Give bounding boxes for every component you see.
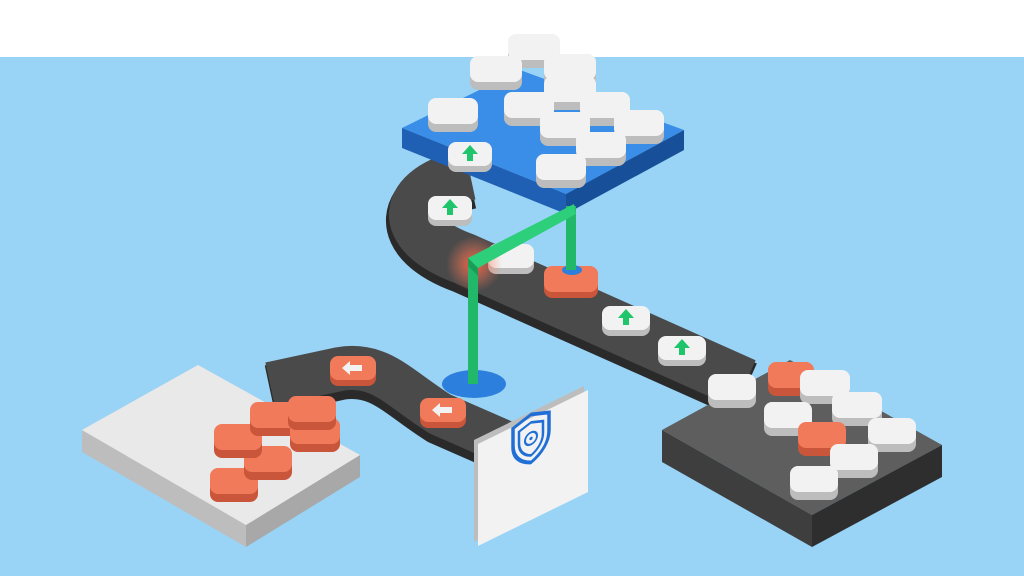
conveyor-belts xyxy=(270,174,745,455)
belt-block-4 xyxy=(602,306,650,336)
security-panel xyxy=(474,386,588,546)
belt-block-5 xyxy=(658,336,706,366)
belt-block-lower-1 xyxy=(330,356,376,386)
belt-block-1 xyxy=(448,142,492,172)
belt-block-lower-2 xyxy=(420,398,466,428)
belt-block-2 xyxy=(428,196,472,226)
